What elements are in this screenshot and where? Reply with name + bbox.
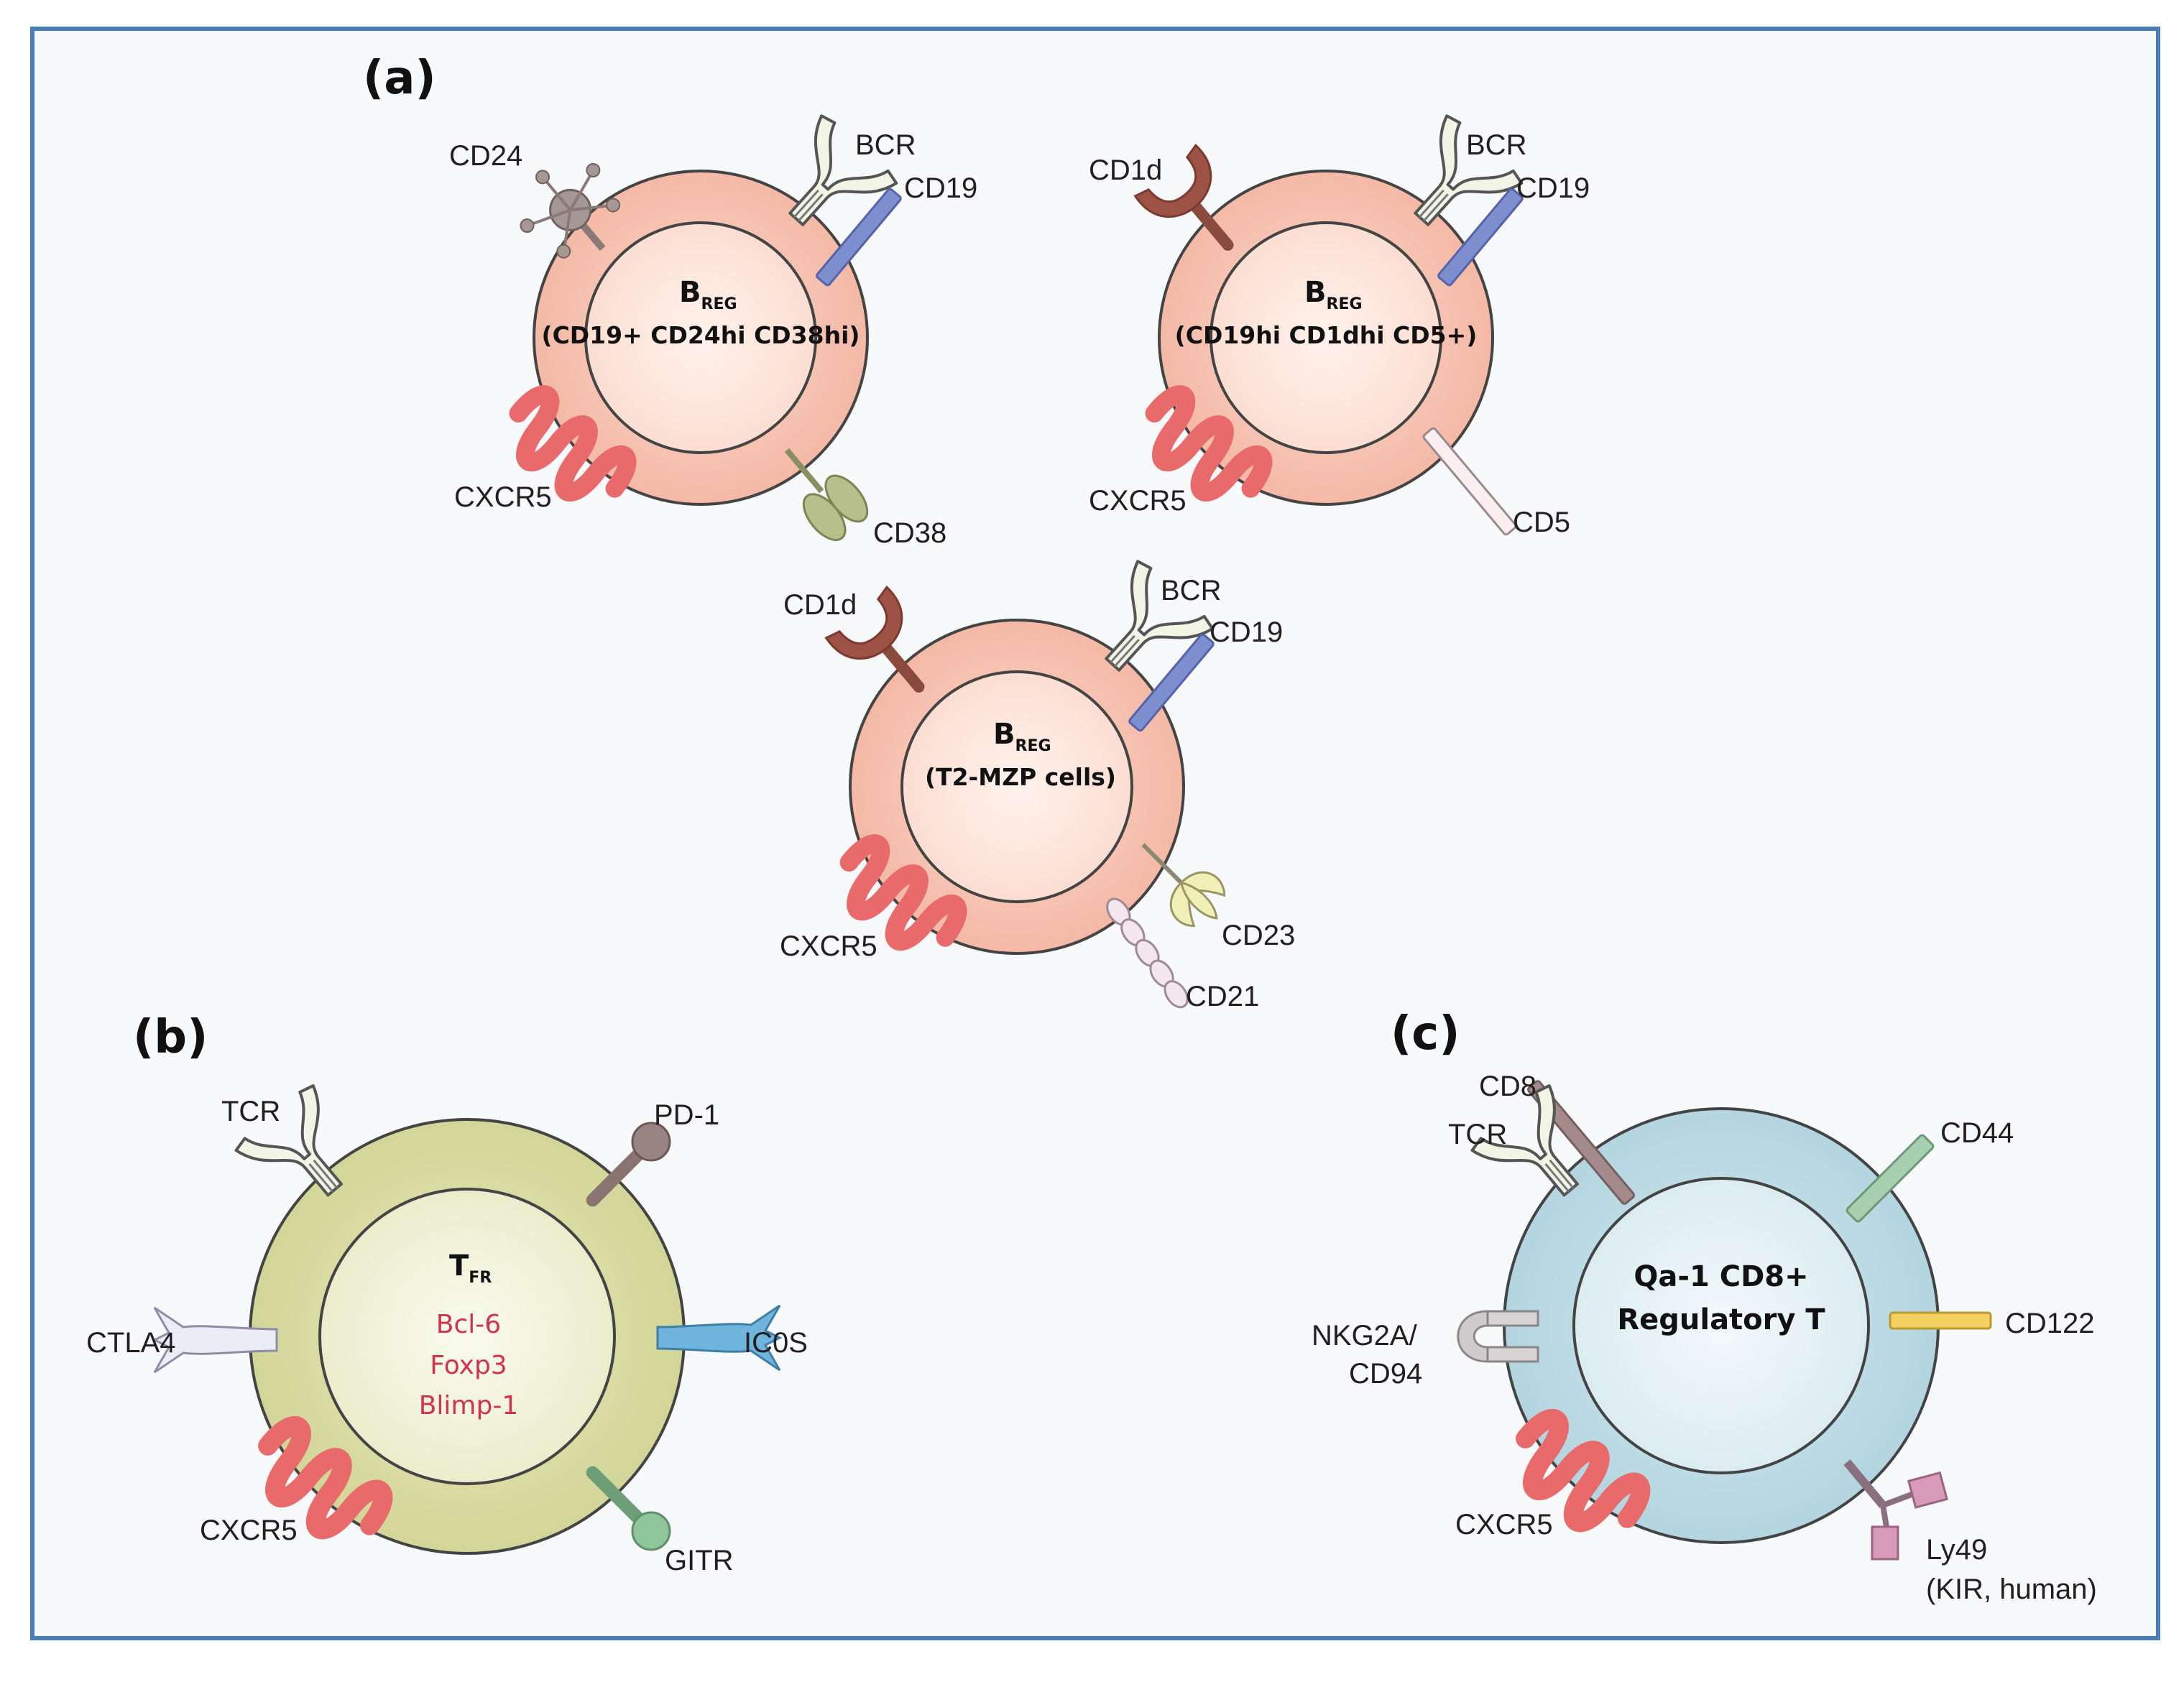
marker-foxp3: Foxp3	[430, 1351, 507, 1380]
label-cd21: CD21	[1186, 981, 1259, 1012]
label-cd19: CD19	[904, 172, 977, 204]
cell-title: BREG	[679, 276, 737, 313]
label-cxcr5: CXCR5	[1089, 485, 1187, 517]
label-cd19: CD19	[1516, 172, 1590, 204]
cell-phenotype: (CD19hi CD1dhi CD5+)	[1175, 321, 1478, 349]
label-bcr: BCR	[855, 129, 916, 161]
cell-title: TFR	[449, 1249, 492, 1287]
cell-nucleus	[1572, 1177, 1870, 1474]
label-ly49: Ly49	[1926, 1534, 1987, 1566]
tfr-cell: TFR Bcl-6 Foxp3 Blimp-1 TCR PD-1 CTLA4 I…	[86, 1081, 808, 1576]
label-ly49-kir: (KIR, human)	[1926, 1574, 2097, 1605]
label-cd1d: CD1d	[1089, 154, 1162, 186]
label-cxcr5: CXCR5	[454, 481, 552, 513]
label-cd122: CD122	[2005, 1308, 2095, 1339]
breg-cell-3: BREG (T2-MZP cells) CD1d BCR CD19 CXCR5 …	[780, 557, 1295, 1013]
breg-cell-2: BREG (CD19hi CD1dhi CD5+) CD1d BCR CD19 …	[1089, 111, 1590, 538]
label-cd8: CD8	[1479, 1071, 1536, 1102]
marker-bcl6: Bcl-6	[436, 1310, 501, 1339]
label-cd23: CD23	[1222, 920, 1295, 951]
label-nkg2a-line2: CD94	[1349, 1358, 1422, 1390]
label-icos: IC0S	[744, 1327, 808, 1359]
panel-b-label: (b)	[133, 1011, 208, 1064]
label-cd38: CD38	[873, 517, 946, 549]
ly49-receptor	[1843, 1459, 1948, 1561]
panel-c-label: (c)	[1391, 1007, 1460, 1061]
label-pd1: PD-1	[654, 1099, 719, 1131]
cell-nucleus	[1210, 221, 1442, 454]
label-cd19: CD19	[1210, 616, 1283, 648]
marker-blimp1: Blimp-1	[419, 1391, 519, 1420]
label-cxcr5: CXCR5	[780, 930, 877, 962]
label-cd1d: CD1d	[783, 589, 857, 621]
cell-title: BREG	[1304, 276, 1363, 313]
panel-a-label: (a)	[363, 52, 436, 105]
label-ctla4: CTLA4	[86, 1327, 176, 1359]
cell-phenotype: (CD19+ CD24hi CD38hi)	[541, 321, 860, 349]
label-cd24: CD24	[449, 140, 522, 172]
cd122-receptor	[1889, 1311, 1992, 1330]
treg-cell: Qa-1 CD8+ Regulatory T CD8 TCR CD44 NKG2…	[1312, 1071, 2097, 1605]
cell-title-line2: Regulatory T	[1617, 1303, 1825, 1336]
label-bcr: BCR	[1161, 575, 1221, 606]
breg-cell-1: BREG (CD19+ CD24hi CD38hi) CD24 BCR CD19…	[449, 111, 977, 549]
cell-title: BREG	[993, 718, 1051, 755]
label-gitr: GITR	[665, 1545, 734, 1576]
cell-nucleus	[900, 670, 1133, 903]
label-cd5: CD5	[1513, 507, 1570, 538]
cell-title-line1: Qa-1 CD8+	[1634, 1260, 1808, 1293]
label-cd44: CD44	[1940, 1117, 2014, 1149]
label-cxcr5: CXCR5	[200, 1515, 298, 1546]
cell-nucleus	[584, 221, 817, 454]
label-nkg2a-line1: NKG2A/	[1312, 1320, 1418, 1351]
label-cxcr5: CXCR5	[1455, 1509, 1553, 1540]
label-tcr: TCR	[221, 1096, 280, 1127]
label-bcr: BCR	[1466, 129, 1526, 161]
cell-phenotype: (T2-MZP cells)	[925, 763, 1116, 791]
label-tcr: TCR	[1448, 1119, 1507, 1150]
cell-nucleus	[318, 1188, 616, 1485]
